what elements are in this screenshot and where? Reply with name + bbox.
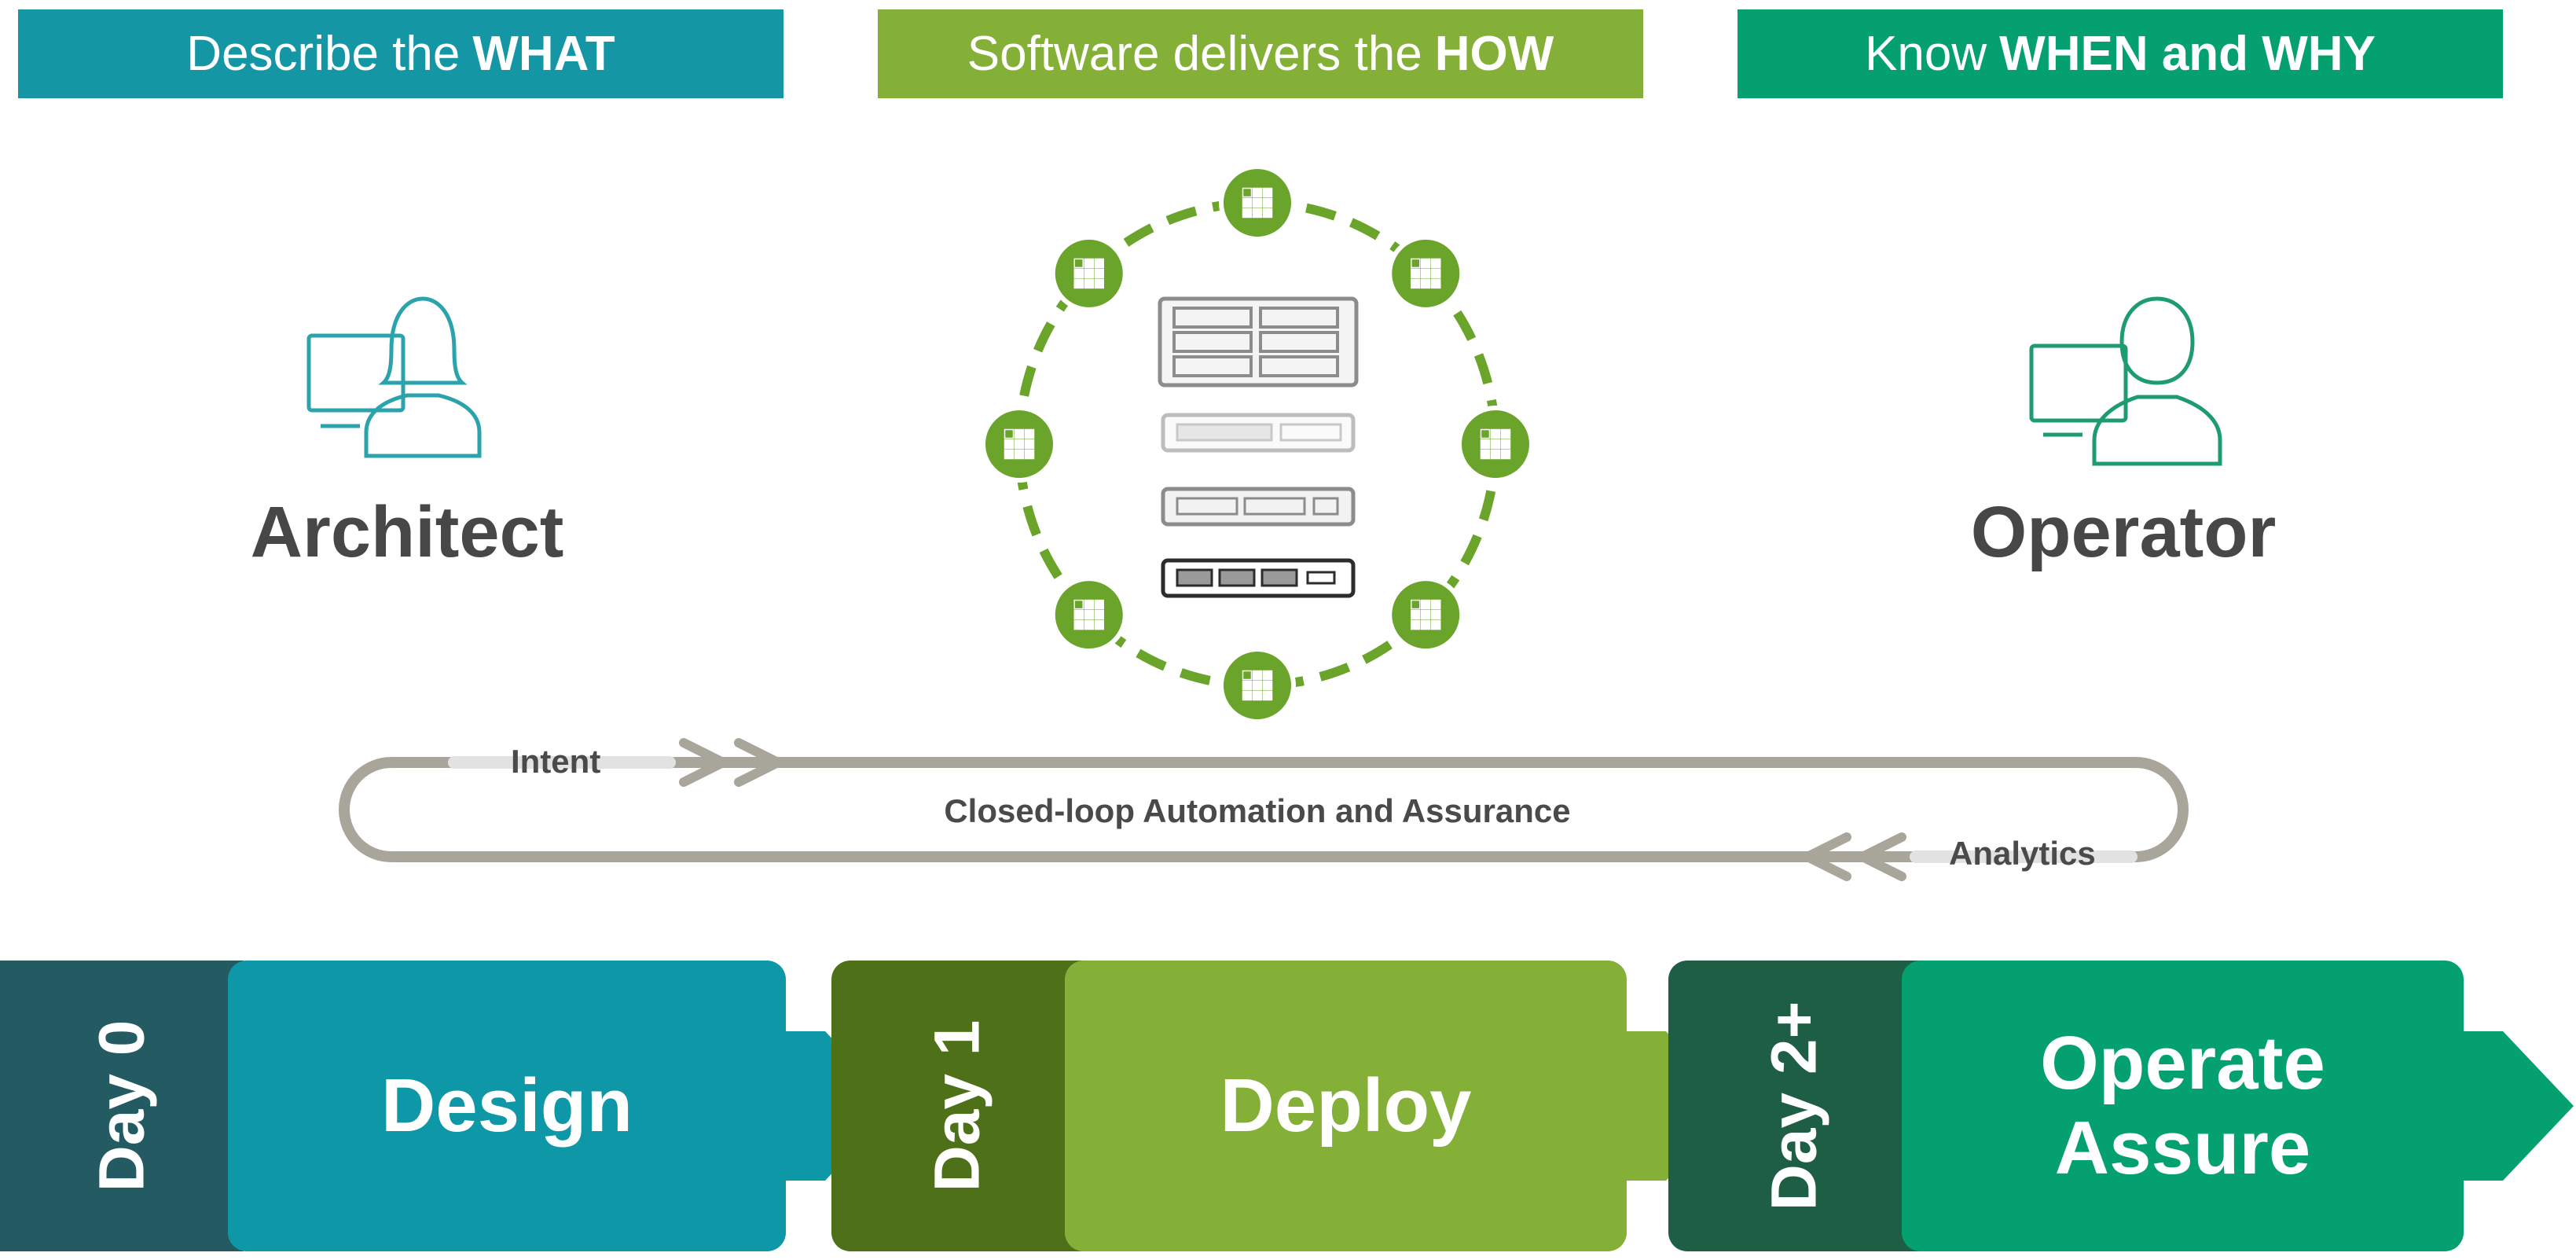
day-2-label: Day 2+ <box>1757 1001 1829 1211</box>
header-describe-what: Describe the WHAT <box>18 9 783 98</box>
operator-person-icon <box>2029 296 2222 466</box>
orbit-nodes <box>981 164 1534 724</box>
day-1-label: Day 1 <box>920 1019 993 1192</box>
operate-arrow <box>2456 1031 2574 1181</box>
software-module-icon <box>1050 576 1128 654</box>
closed-loop-track <box>339 756 2189 863</box>
header-prefix: Describe the <box>186 27 461 81</box>
analytics-label: Analytics <box>1949 835 2096 872</box>
software-module-icon <box>1219 647 1296 724</box>
architect-person-icon <box>306 296 482 458</box>
day-1-tab: Day 1 <box>831 961 1083 1251</box>
software-module-icon <box>1387 576 1465 654</box>
day-2-tab: Day 2+ <box>1668 961 1920 1251</box>
operate-assure-stage: Operate Assure <box>1902 961 2464 1251</box>
header-software-how: Software delivers the HOW <box>878 9 1643 98</box>
architect-label: Architect <box>250 492 564 572</box>
header-emphasis: WHEN and WHY <box>1999 27 2376 81</box>
design-stage: Design <box>228 961 786 1251</box>
software-module-icon <box>1219 164 1296 241</box>
closed-loop-label: Closed-loop Automation and Assurance <box>944 792 1571 829</box>
design-label: Design <box>380 1063 633 1148</box>
header-emphasis: WHAT <box>472 27 615 81</box>
header-prefix: Know <box>1865 27 1987 81</box>
header-when-why: Know WHEN and WHY <box>1738 9 2503 98</box>
operator-label: Operator <box>1970 492 2277 572</box>
software-module-icon <box>981 406 1058 483</box>
software-module-icon <box>1457 406 1534 483</box>
operate-assure-label: Operate Assure <box>2040 1021 2325 1190</box>
deploy-stage: Deploy <box>1065 961 1627 1251</box>
header-emphasis: HOW <box>1434 27 1554 81</box>
analytics-arrowheads <box>1803 832 1906 881</box>
software-module-icon <box>1387 234 1465 312</box>
network-device-stack-icon <box>1158 296 1359 598</box>
header-prefix: Software delivers the <box>967 27 1422 81</box>
intent-label: Intent <box>511 743 601 780</box>
day-0-label: Day 0 <box>85 1019 157 1192</box>
software-module-icon <box>1050 234 1128 312</box>
intent-arrowheads <box>679 738 783 787</box>
deploy-label: Deploy <box>1220 1063 1472 1148</box>
day-0-tab: Day 0 <box>0 961 244 1251</box>
